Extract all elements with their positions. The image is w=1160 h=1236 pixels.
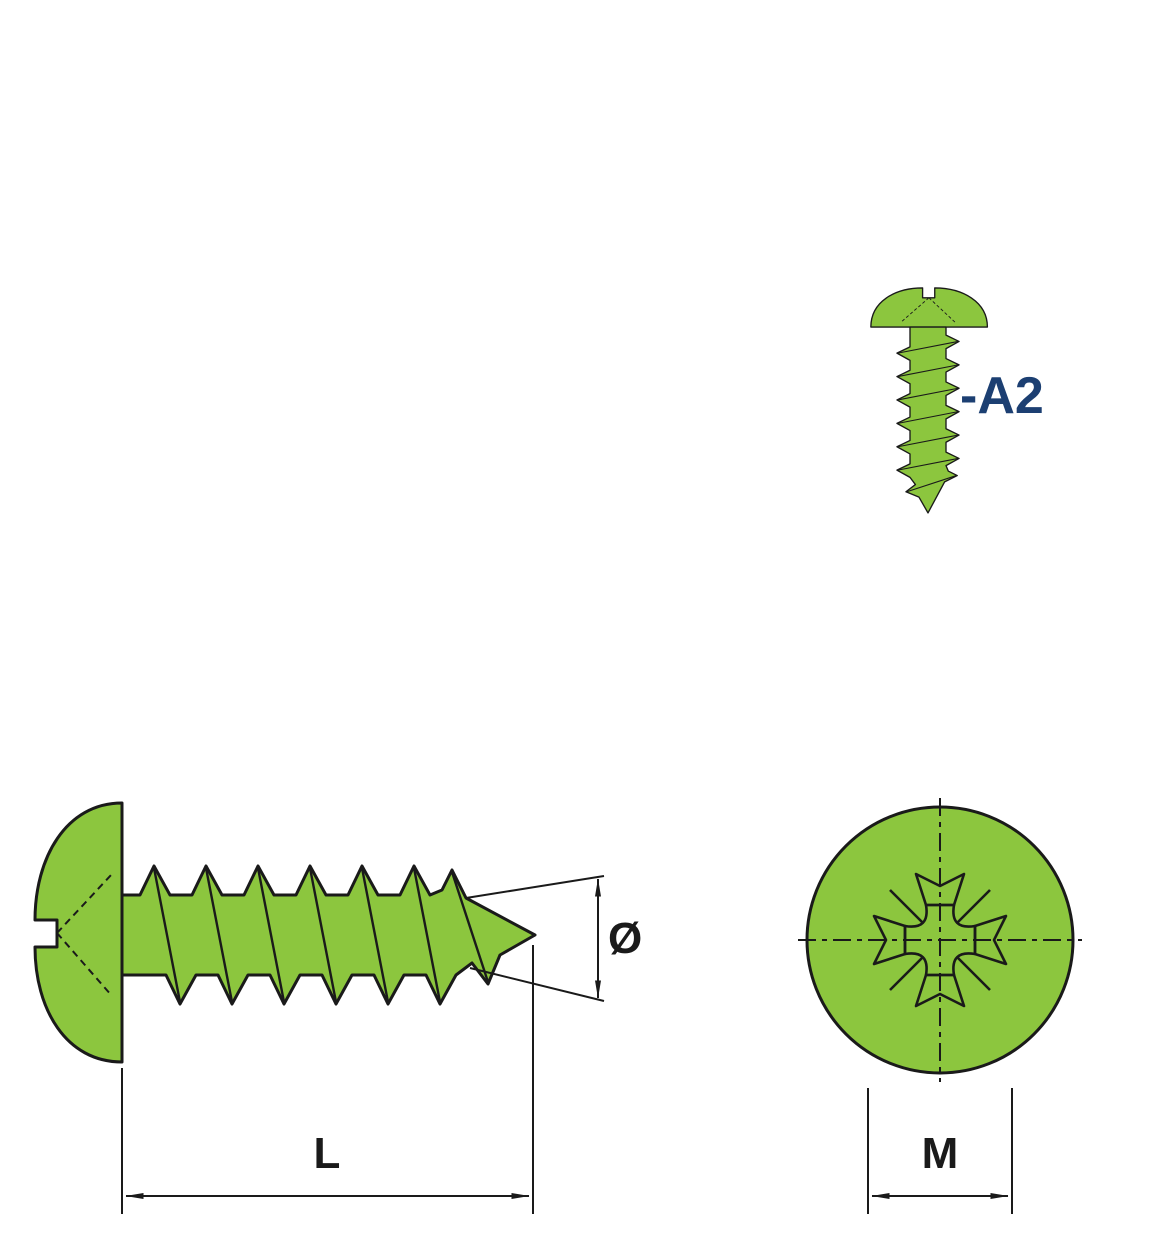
center-lines: [798, 798, 1082, 1082]
length-label: L: [314, 1129, 341, 1178]
head-width-dimension: M: [867, 1088, 1013, 1214]
screw-top-view: [798, 798, 1082, 1082]
diameter-label: Ø: [608, 914, 642, 963]
length-dimension: L: [121, 945, 534, 1214]
head-width-label: M: [922, 1129, 959, 1178]
diameter-extension-line-top: [465, 875, 605, 899]
diameter-extension-line-bottom: [469, 967, 605, 1002]
material-grade-label: -A2: [960, 367, 1044, 425]
screw-side-view: [33, 801, 537, 1064]
diameter-dimension: Ø: [465, 875, 642, 1002]
pozidriv-recess: [872, 872, 1008, 1008]
